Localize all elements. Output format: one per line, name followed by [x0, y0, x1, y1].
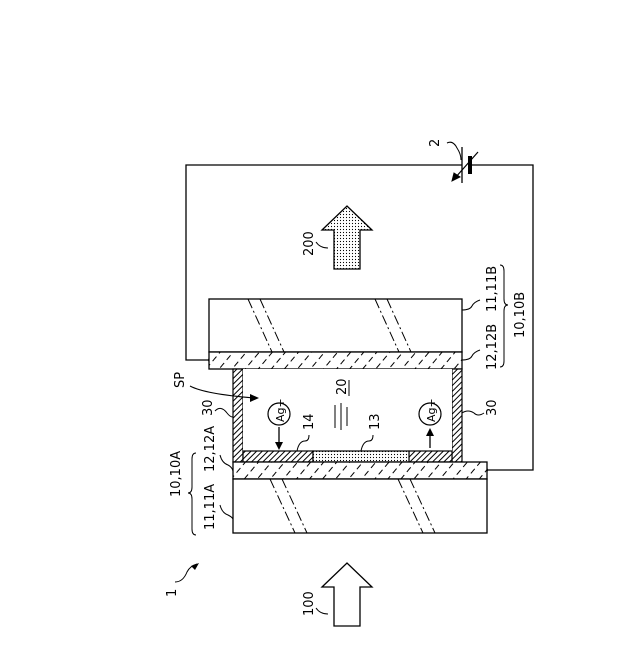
- device-leader-head: [191, 563, 199, 570]
- sealant-right-label: 30: [485, 399, 500, 416]
- ion-left-label: Ag+: [274, 398, 287, 422]
- space-label: SP: [173, 372, 188, 388]
- second-electrode-label: 12,12B: [485, 324, 500, 370]
- sealant-left-leader: [215, 408, 233, 417]
- center-layer: [313, 451, 409, 462]
- power-source-label: 2: [428, 139, 443, 147]
- first-substrate-leader: [220, 505, 233, 519]
- second-electrode-leader: [462, 350, 480, 360]
- second-substrate-label: 11,11B: [485, 266, 500, 312]
- first-substrate-label: 11,11A: [203, 484, 218, 530]
- light-out-leader: [316, 242, 328, 248]
- light-out-label: 200: [302, 231, 317, 256]
- side-layer-left: [243, 451, 313, 462]
- sealant-right: [452, 369, 462, 462]
- second-assembly-label: 10,10B: [513, 292, 528, 338]
- electrolyte-label: 20: [335, 378, 350, 395]
- sealant-left: [233, 369, 243, 462]
- light-in-arrow: [322, 563, 372, 626]
- light-in-label: 100: [302, 591, 317, 616]
- sealant-right-leader: [462, 411, 484, 415]
- light-out-arrow: [322, 206, 372, 269]
- first-substrate: [233, 479, 487, 533]
- center-layer-label: 13: [368, 413, 383, 430]
- side-layer-right: [409, 451, 452, 462]
- second-substrate-leader: [462, 300, 480, 310]
- power-source-leader: [447, 142, 461, 160]
- first-electrode-label: 12,12A: [203, 426, 218, 472]
- ion-right-label: Ag+: [425, 398, 438, 422]
- light-in-leader: [316, 608, 328, 614]
- second-substrate: [209, 299, 462, 352]
- sealant-left-label: 30: [201, 399, 216, 416]
- first-electrode-leader: [220, 455, 233, 471]
- first-assembly-label: 10,10A: [169, 451, 184, 497]
- side-layer-label: 14: [302, 413, 317, 430]
- first-assembly-brace: [188, 453, 196, 535]
- device-label: 1: [165, 589, 180, 597]
- second-electrode: [209, 352, 462, 369]
- second-assembly-brace: [500, 265, 508, 367]
- first-electrode: [233, 462, 487, 479]
